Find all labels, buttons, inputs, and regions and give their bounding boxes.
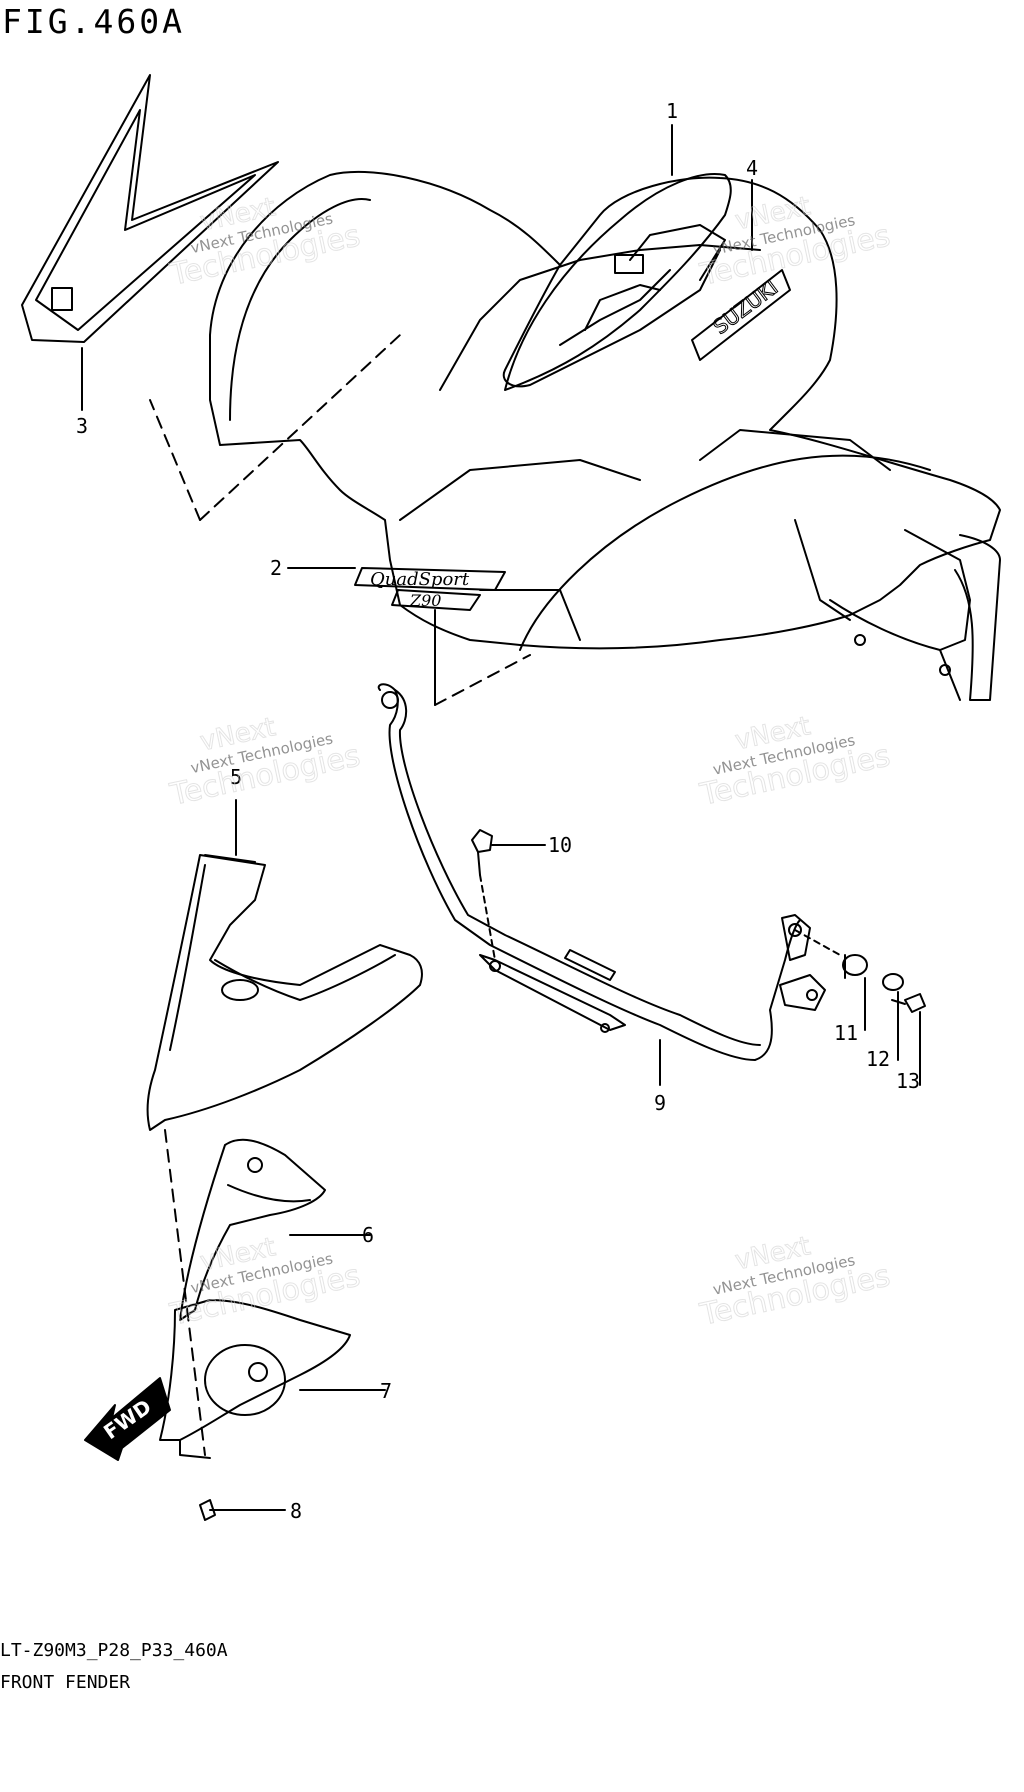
part-10-bolt [471,829,546,961]
figure-code: LT-Z90M3_P28_P33_460A [0,1640,228,1661]
callout-10: 10 [548,833,572,857]
model-decal-text: QuadSport [370,569,470,590]
watermark-6: vNext vNext Technologies Technologies [696,1231,894,1334]
callout-1: 1 [666,99,678,123]
callout-leaders [81,124,753,1086]
callout-3: 3 [76,414,88,438]
callout-11: 11 [834,1021,858,1045]
callout-8: 8 [290,1499,302,1523]
callout-5: 5 [230,765,242,789]
watermark-3: vNext vNext Technologies Technologies [166,712,364,814]
callout-9: 9 [654,1091,666,1115]
callout-6: 6 [362,1223,374,1247]
part-4-brand-decal [691,269,791,361]
part-6-duct [179,1138,371,1321]
callout-4: 4 [746,156,758,180]
watermark-2: vNext vNext Technologies Technologies [696,191,894,294]
part-5-front-cover [146,854,423,1131]
front-fender-body [149,170,1001,706]
callout-2: 2 [270,556,282,580]
callout-13: 13 [896,1069,920,1093]
part-9-bracket [377,683,826,1061]
figure-name: FRONT FENDER [0,1672,131,1693]
figure-title: FIG.460A [2,2,185,41]
callout-7: 7 [380,1379,392,1403]
part-3-decal [21,74,279,343]
part-8-screw [164,1129,286,1521]
model-sub-decal-text: Z90 [409,591,441,610]
part-1-insert [504,173,732,391]
watermark-4: vNext vNext Technologies Technologies [696,711,894,814]
fwd-arrow-icon [84,1377,171,1461]
part-7-lower-duct [159,1299,386,1459]
callout-12: 12 [866,1047,890,1071]
part-2-model-decal [354,567,506,611]
parts-11-13-fasteners [794,929,926,1086]
